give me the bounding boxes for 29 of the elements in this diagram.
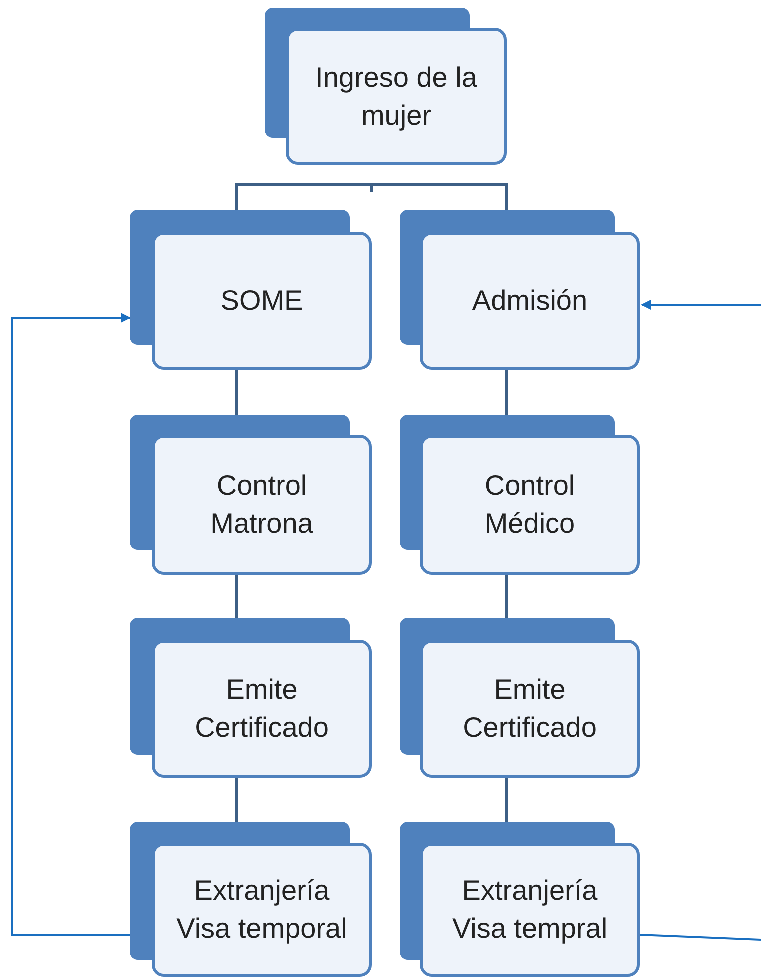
connector-line xyxy=(370,184,508,210)
card-text: Emite Certificado xyxy=(194,673,330,745)
card-text: Extranjería Visa temporal xyxy=(176,874,348,946)
connector-line xyxy=(506,778,508,822)
connector-line xyxy=(236,184,374,210)
card-text: Admisión xyxy=(471,284,589,318)
card-text: SOME xyxy=(220,284,304,318)
stacked-card xyxy=(400,210,640,370)
connector-line xyxy=(236,575,238,618)
card-text: Extranjería Visa tempral xyxy=(451,874,609,946)
arrow xyxy=(11,313,131,936)
connector-line xyxy=(236,370,238,415)
card-text: Ingreso de la mujer xyxy=(314,60,478,133)
connector-line xyxy=(640,934,761,941)
card-text: Control Matrona xyxy=(210,469,314,541)
stacked-card xyxy=(400,618,640,778)
stacked-card xyxy=(130,415,372,575)
card-text: Control Médico xyxy=(484,469,576,541)
stacked-card xyxy=(400,822,640,977)
arrow xyxy=(641,300,761,310)
stacked-card xyxy=(130,822,372,977)
stacked-card xyxy=(265,8,507,165)
stacked-card xyxy=(400,415,640,575)
card-text: Emite Certificado xyxy=(462,673,598,745)
stacked-card xyxy=(130,210,372,370)
stacked-card xyxy=(130,618,372,778)
connector-line xyxy=(236,778,238,822)
connector-line xyxy=(506,370,508,415)
connector-line xyxy=(506,575,508,618)
